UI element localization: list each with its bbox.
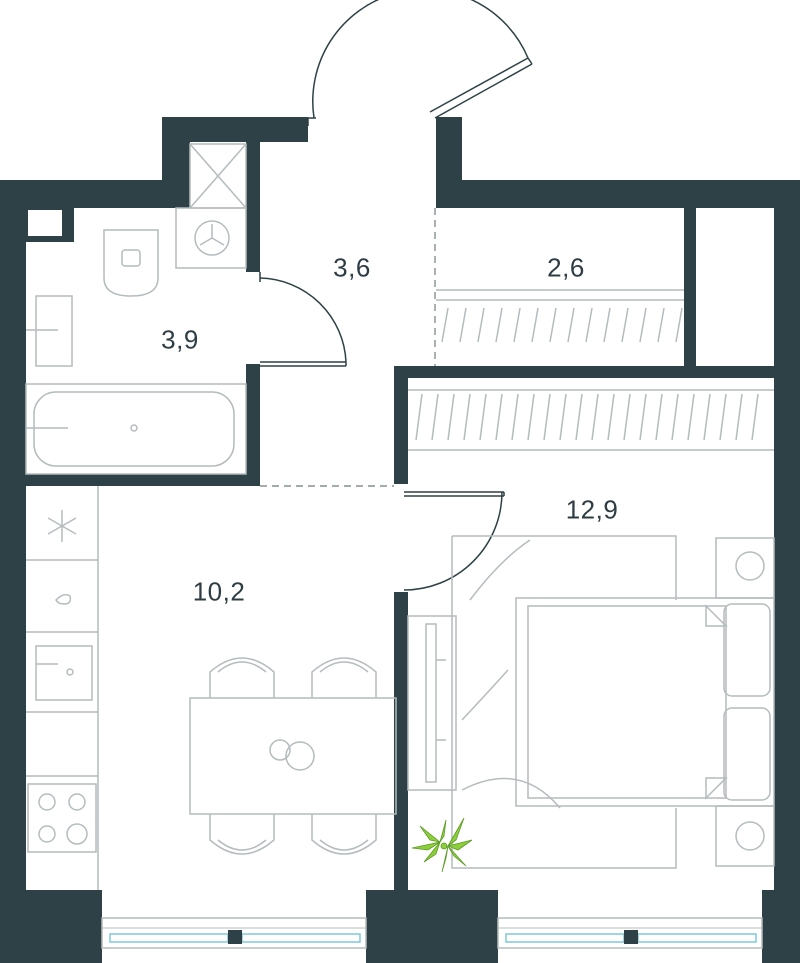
- hanger-line: [479, 393, 487, 441]
- hanger-line: [621, 307, 629, 343]
- hanger-line: [543, 393, 551, 441]
- hanger-line: [751, 393, 759, 441]
- hanger-line: [415, 393, 423, 441]
- table-icon: [189, 697, 397, 815]
- window-left-glass-1: [109, 933, 229, 943]
- sink-icon: [26, 295, 73, 367]
- hanger-line: [719, 393, 727, 441]
- hanger-line: [603, 307, 611, 343]
- hanger-line: [671, 393, 679, 441]
- bathtub-icon: [25, 383, 247, 475]
- hanger-line: [655, 393, 663, 441]
- hanger-line: [591, 393, 599, 441]
- room-area-kitchen-living: 10,2: [192, 576, 246, 607]
- wall-top-right: [436, 180, 800, 208]
- room-area-bedroom: 12,9: [565, 494, 619, 525]
- wall-vent-right: [246, 117, 260, 272]
- toilet-icon: [103, 229, 159, 297]
- fixtures: [25, 143, 775, 890]
- hanger-line: [513, 307, 521, 343]
- hanger-line: [607, 393, 615, 441]
- window-right-glass-2: [637, 933, 757, 943]
- door-swing-icon: [312, 0, 529, 119]
- hanger-line: [531, 307, 539, 343]
- wall-wardrobe-left: [394, 366, 408, 484]
- tv-stand: [407, 615, 457, 791]
- hanger-line: [687, 393, 695, 441]
- hanger-line: [527, 393, 535, 441]
- nightstand: [715, 537, 775, 867]
- hanger-line: [511, 393, 519, 441]
- hanger-line: [567, 307, 575, 343]
- pillar-bottom-left: [0, 890, 102, 963]
- wall-entrance-left-top: [162, 117, 308, 142]
- chair-icon: [209, 657, 377, 855]
- stove-icon: [27, 783, 97, 853]
- room-area-hall: 3,6: [333, 252, 371, 283]
- doors: [259, 0, 533, 591]
- zone-dividers: [260, 208, 436, 487]
- door-swing-icon: [259, 277, 347, 363]
- hanger-line: [459, 307, 467, 343]
- wall-top-left: [0, 180, 190, 208]
- washing-machine-icon: [175, 207, 247, 269]
- door-swing-icon: [403, 491, 503, 591]
- wall-storage-bottom: [394, 366, 800, 378]
- wall-right: [774, 180, 800, 895]
- fridge-icon: [47, 510, 77, 542]
- hanger-line: [549, 307, 557, 343]
- sink-icon: [35, 645, 93, 701]
- hanger-line: [657, 307, 665, 343]
- hanger-line: [431, 393, 439, 441]
- hanger-line: [639, 307, 647, 343]
- drop-icon: [55, 593, 72, 605]
- pillar-bottom-right: [762, 890, 800, 963]
- wardrobe: [408, 389, 774, 451]
- rug: [451, 535, 677, 869]
- hanger-line: [639, 393, 647, 441]
- room-area-storage: 2,6: [547, 252, 585, 283]
- shaft-corner-inner: [28, 210, 62, 236]
- hanger-line: [559, 393, 567, 441]
- hanger-line: [675, 307, 683, 343]
- hanger-line: [463, 393, 471, 441]
- hanger-rail: [441, 307, 683, 343]
- storage-shelves: [436, 289, 684, 301]
- windows: [101, 917, 763, 949]
- hanger-line: [585, 307, 593, 343]
- walls: [0, 117, 800, 963]
- bed-icon: [515, 597, 775, 807]
- wall-bath-bottom: [0, 474, 260, 486]
- wall-bath-right: [246, 364, 260, 486]
- hanger-line: [575, 393, 583, 441]
- wall-left: [0, 180, 26, 895]
- window-left-glass-2: [241, 933, 361, 943]
- wall-closet-divider: [684, 200, 696, 366]
- hanger-line: [703, 393, 711, 441]
- kitchen-counter: [26, 486, 99, 890]
- hanger-line: [495, 307, 503, 343]
- room-area-bathroom: 3,9: [161, 324, 199, 355]
- hanger-line: [735, 393, 743, 441]
- wall-bedroom-left: [394, 592, 408, 895]
- hanger-line: [477, 307, 485, 343]
- hanger-line: [441, 307, 449, 343]
- pillar-bottom-mid: [366, 890, 498, 963]
- hanger-line: [623, 393, 631, 441]
- hanger-rail: [415, 393, 759, 441]
- plant-icon: [411, 817, 473, 873]
- window-right-glass-1: [505, 933, 625, 943]
- hanger-line: [495, 393, 503, 441]
- hanger-line: [447, 393, 455, 441]
